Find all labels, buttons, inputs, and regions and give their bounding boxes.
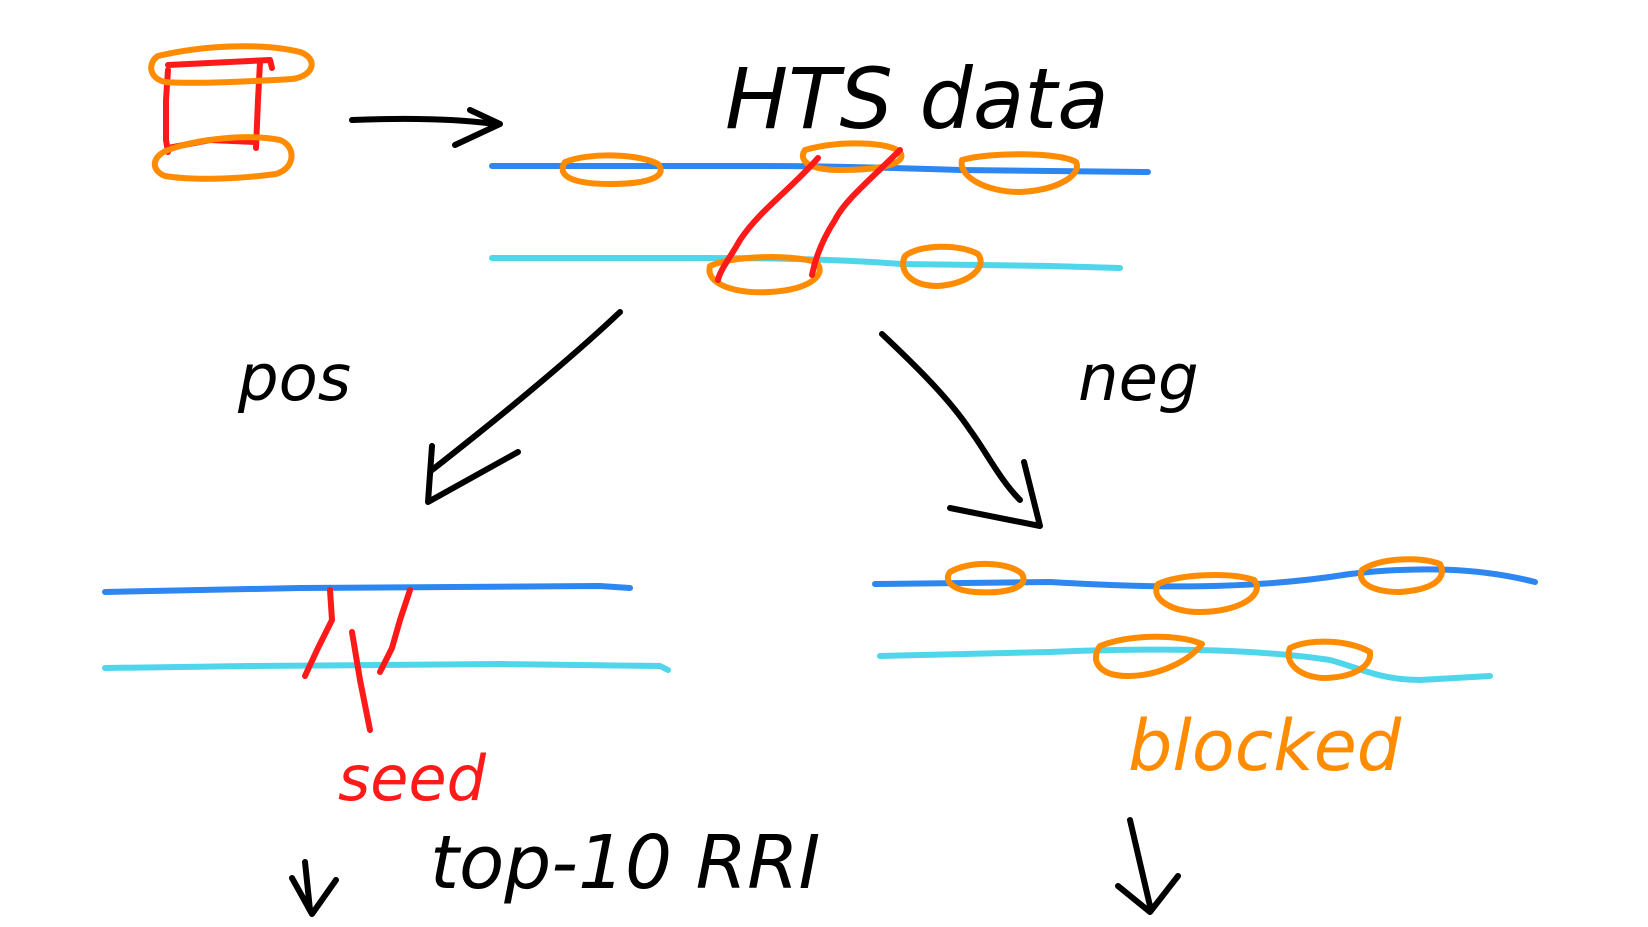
arrow-right-icon	[349, 107, 503, 148]
blocked-label: blocked	[1128, 705, 1402, 787]
bottom-label: top-10 RRI	[430, 820, 820, 906]
arrow-down-right-icon	[879, 331, 1043, 529]
negative-label: neg	[1078, 342, 1199, 416]
binding-sites-blocked	[944, 556, 1445, 681]
arrow-down-icon	[1115, 817, 1181, 915]
seed-label: seed	[338, 742, 487, 815]
arrow-down-icon	[289, 859, 339, 917]
rna-pair-box-icon	[148, 43, 315, 182]
seed-interaction-lines	[302, 587, 413, 733]
positive-strand-bottom	[102, 661, 671, 673]
positive-label: pos	[237, 342, 351, 416]
binding-sites-hts	[559, 140, 1080, 296]
negative-strand-top	[872, 566, 1538, 590]
arrow-down-left-icon	[425, 309, 623, 505]
title-label: HTS data	[725, 50, 1109, 148]
hts-interaction-lines	[715, 147, 903, 283]
positive-strand-top	[102, 583, 633, 595]
negative-strand-bottom	[877, 646, 1493, 683]
